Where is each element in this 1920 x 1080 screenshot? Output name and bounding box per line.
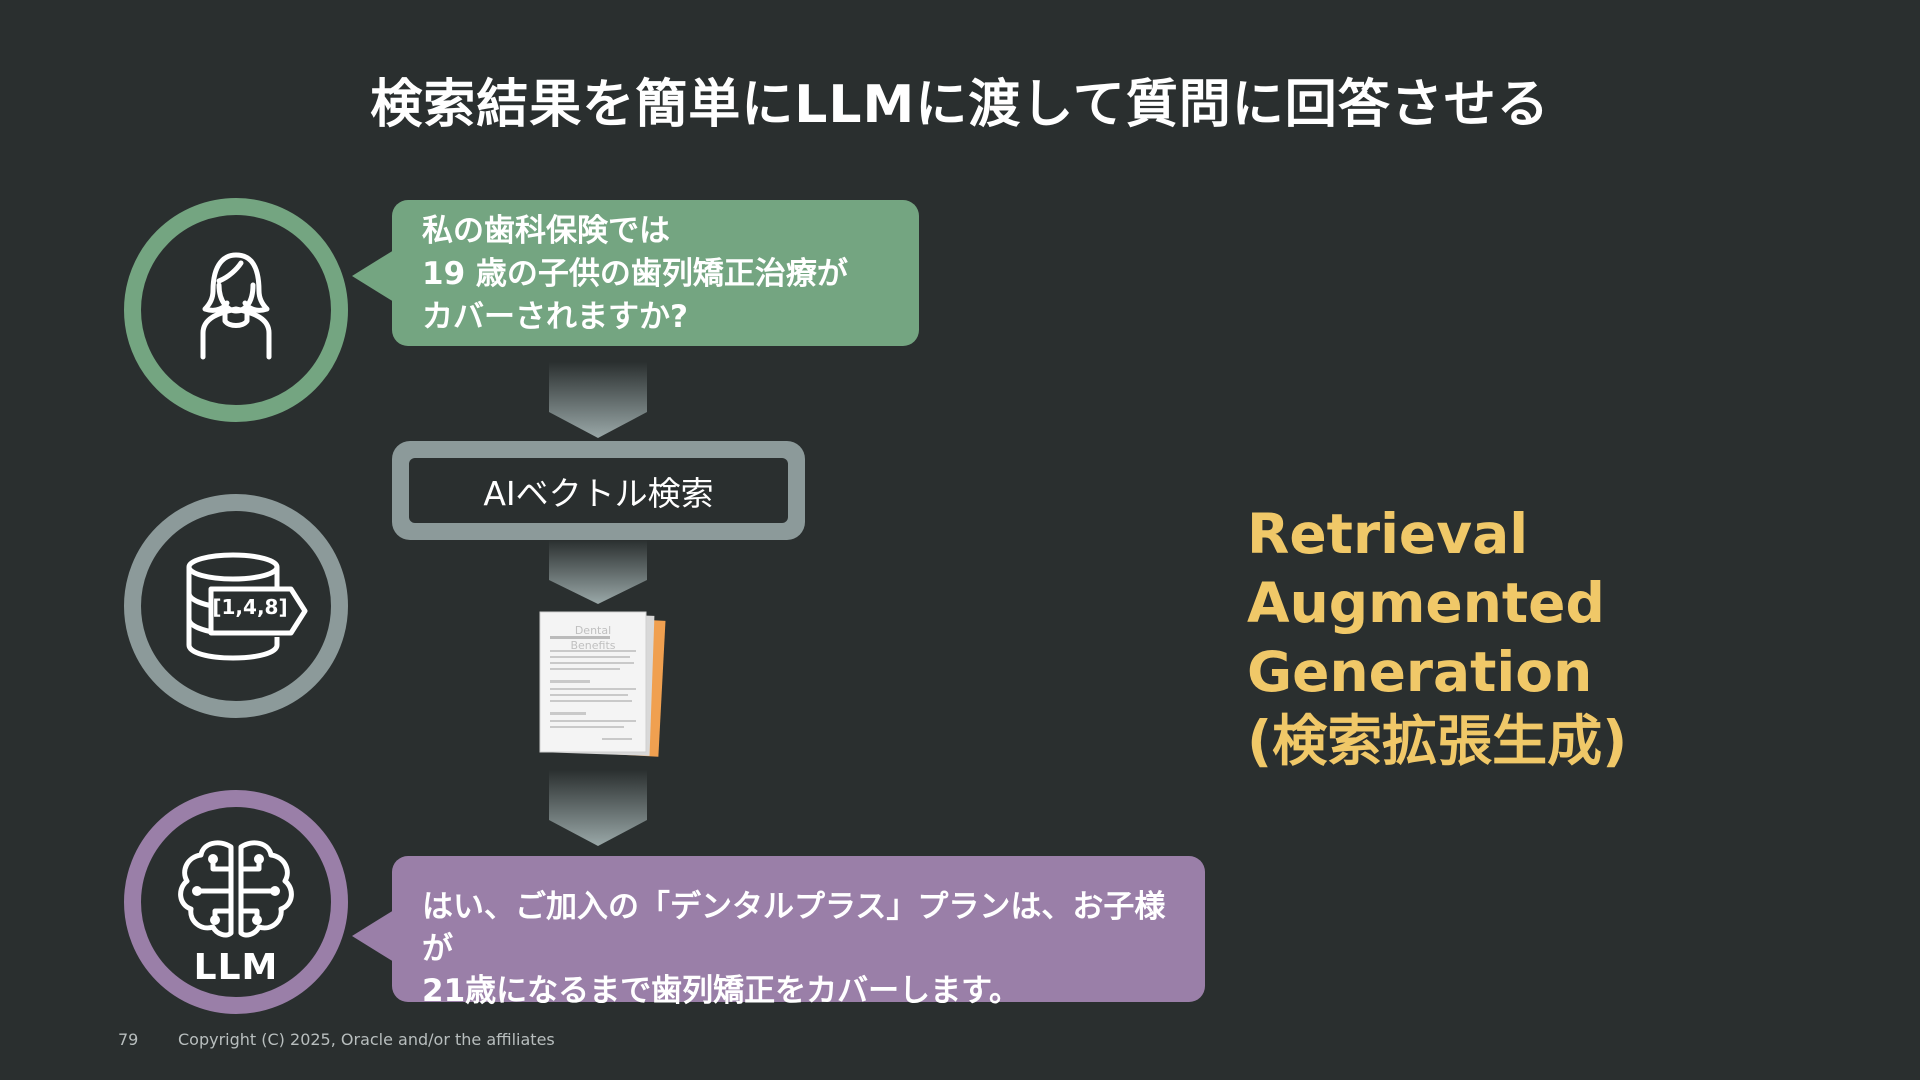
document-heading-line-1: Dental (574, 624, 612, 637)
question-line-3: カバーされますか? (422, 299, 688, 335)
rag-line-4: (検索拡張生成) (1247, 709, 1628, 773)
answer-bubble-tail (352, 910, 394, 962)
answer-bubble: はい、ご加入の「デンタルプラス」プランは、お子様が 21歳になるまで歯列矯正をカ… (392, 856, 1205, 1009)
answer-line-2: 21歳になるまで歯列矯正をカバーします。 (422, 973, 1021, 1009)
question-line-1: 私の歯科保険では (422, 213, 670, 249)
rag-line-1: Retrieval (1247, 502, 1529, 566)
database-vector-label: [1,4,8] (212, 595, 288, 619)
answer-line-1: はい、ご加入の「デンタルプラス」プランは、お子様が (422, 889, 1166, 967)
question-bubble-tail (352, 250, 394, 302)
question-bubble: 私の歯科保険では 19 歳の子供の歯列矯正治療が カバーされますか? (392, 200, 919, 346)
database-icon (186, 552, 308, 661)
rag-line-3: Generation (1247, 640, 1593, 704)
down-arrow-icon (549, 540, 647, 604)
llm-label: LLM (193, 947, 279, 988)
user-circle (124, 198, 348, 422)
slide-title: 検索結果を簡単にLLMに渡して質問に回答させる (370, 75, 1550, 135)
user-icon (200, 252, 272, 360)
document-icon: Dental Benefits (536, 608, 666, 772)
down-arrow-icon (549, 362, 647, 438)
down-arrow-icon (549, 770, 647, 846)
question-line-2: 19 歳の子供の歯列矯正治療が (422, 256, 848, 292)
ai-vector-search-label: AIベクトル検索 (409, 458, 788, 523)
rag-label: Retrieval Augmented Generation (検索拡張生成) (1247, 500, 1847, 776)
database-circle: [1,4,8] (124, 494, 348, 718)
ai-vector-search-box: AIベクトル検索 (392, 441, 805, 540)
rag-line-2: Augmented (1247, 571, 1605, 635)
brain-icon (178, 840, 294, 938)
llm-circle: LLM (124, 790, 348, 1014)
copyright-notice: Copyright (C) 2025, Oracle and/or the af… (178, 1030, 555, 1049)
document-heading-line-2: Benefits (570, 639, 616, 652)
page-number: 79 (118, 1030, 139, 1049)
